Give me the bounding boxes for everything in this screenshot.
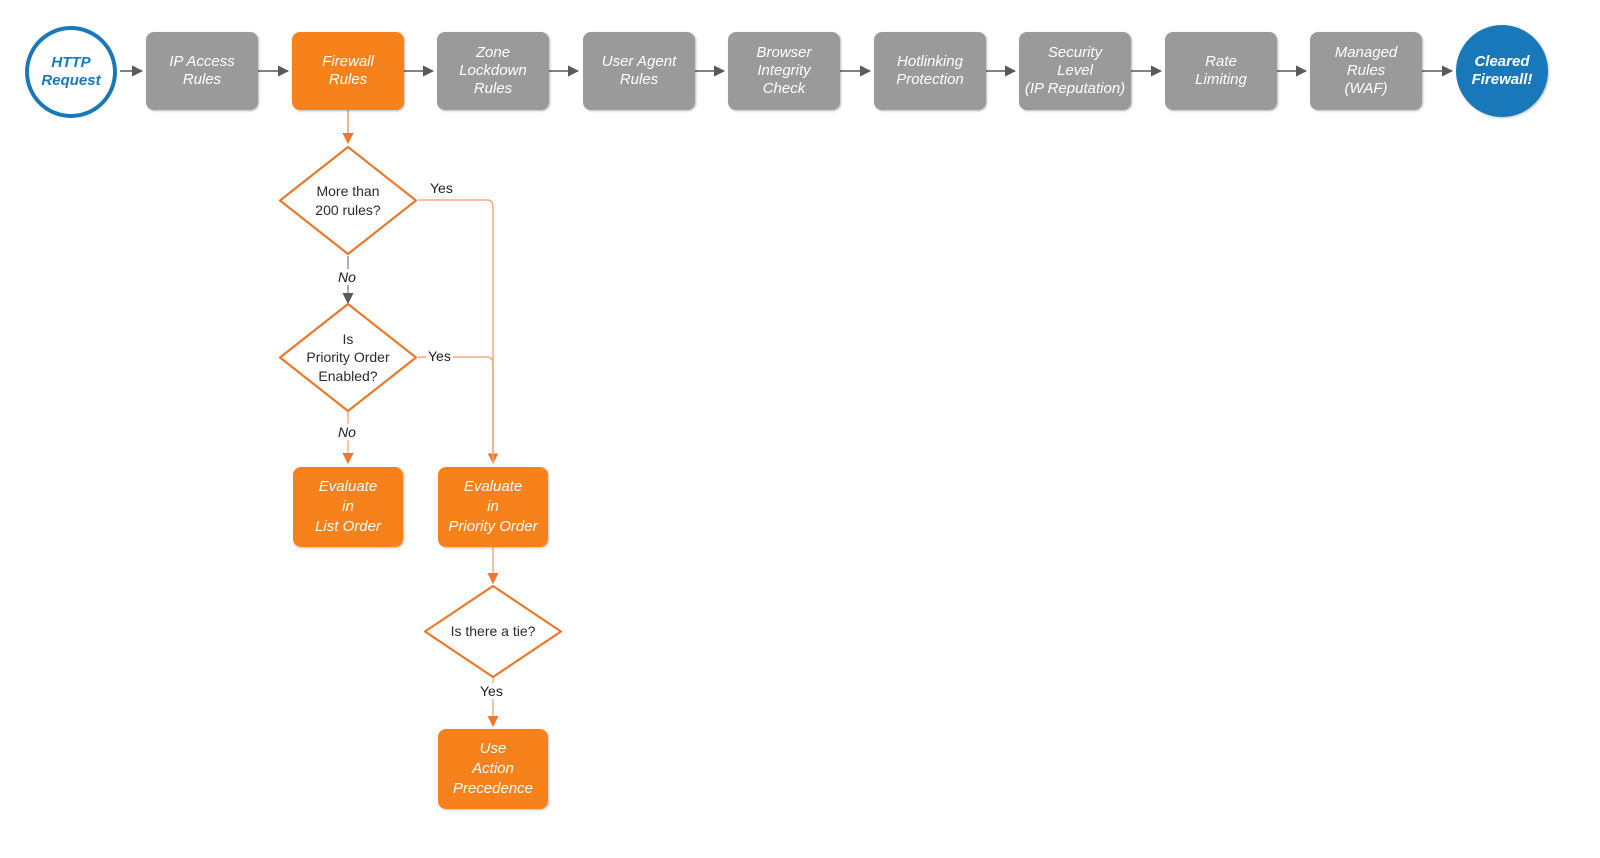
node-hotlinking-protection[interactable]: Hotlinking Protection — [874, 32, 986, 110]
node-decision-priority-order-enabled[interactable]: Is Priority Order Enabled? — [278, 302, 418, 413]
node-zone-lockdown-rules-label: Zone Lockdown Rules — [459, 43, 527, 98]
node-user-agent-rules[interactable]: User Agent Rules — [583, 32, 695, 110]
edge-more-than-200-yes — [418, 199, 499, 465]
edge-label-priority-order-yes: Yes — [426, 348, 453, 364]
node-http-request-label: HTTP Request — [41, 54, 101, 89]
diamond-shape-icon — [278, 145, 418, 256]
edge-label-more-than-200-no: No — [336, 269, 358, 285]
edge-label-priority-order-no: No — [336, 424, 358, 440]
node-ip-access-rules-label: IP Access Rules — [169, 52, 235, 88]
node-security-level[interactable]: Security Level (IP Reputation) — [1019, 32, 1131, 110]
node-hotlinking-protection-label: Hotlinking Protection — [896, 52, 964, 88]
node-decision-is-there-a-tie[interactable]: Is there a tie? — [423, 584, 563, 679]
node-managed-rules-waf-label: Managed Rules (WAF) — [1334, 43, 1398, 98]
node-decision-priority-order-enabled-label: Is Priority Order Enabled? — [306, 331, 390, 384]
node-rate-limiting-label: Rate Limiting — [1195, 52, 1247, 88]
edge-label-more-than-200-yes: Yes — [428, 180, 455, 196]
node-decision-is-there-a-tie-label: Is there a tie? — [450, 623, 536, 640]
node-decision-more-than-200-rules-label: More than 200 rules? — [315, 183, 381, 218]
node-browser-integrity-check-label: Browser Integrity Check — [756, 43, 812, 98]
node-user-agent-rules-label: User Agent Rules — [601, 52, 677, 88]
node-decision-more-than-200-rules[interactable]: More than 200 rules? — [278, 145, 418, 256]
node-security-level-label: Security Level (IP Reputation) — [1024, 43, 1126, 98]
node-firewall-rules-label: Firewall Rules — [322, 52, 374, 88]
diamond-shape-icon — [278, 302, 418, 413]
node-firewall-rules[interactable]: Firewall Rules — [292, 32, 404, 110]
diamond-shape-icon — [423, 584, 563, 679]
node-evaluate-in-priority-order-label: Evaluate in Priority Order — [448, 477, 538, 536]
node-evaluate-in-priority-order[interactable]: Evaluate in Priority Order — [438, 467, 548, 547]
node-use-action-precedence[interactable]: Use Action Precedence — [438, 729, 548, 809]
node-ip-access-rules[interactable]: IP Access Rules — [146, 32, 258, 110]
node-cleared-firewall[interactable]: Cleared Firewall! — [1456, 25, 1548, 117]
node-rate-limiting[interactable]: Rate Limiting — [1165, 32, 1277, 110]
node-zone-lockdown-rules[interactable]: Zone Lockdown Rules — [437, 32, 549, 110]
node-evaluate-in-list-order-label: Evaluate in List Order — [315, 477, 381, 536]
node-evaluate-in-list-order[interactable]: Evaluate in List Order — [293, 467, 403, 547]
node-cleared-firewall-label: Cleared Firewall! — [1471, 53, 1533, 88]
node-managed-rules-waf[interactable]: Managed Rules (WAF) — [1310, 32, 1422, 110]
node-use-action-precedence-label: Use Action Precedence — [452, 739, 534, 798]
edge-label-tie-yes: Yes — [478, 683, 505, 699]
node-http-request[interactable]: HTTP Request — [25, 26, 117, 118]
edge-priority-order-yes — [418, 356, 494, 463]
node-browser-integrity-check[interactable]: Browser Integrity Check — [728, 32, 840, 110]
